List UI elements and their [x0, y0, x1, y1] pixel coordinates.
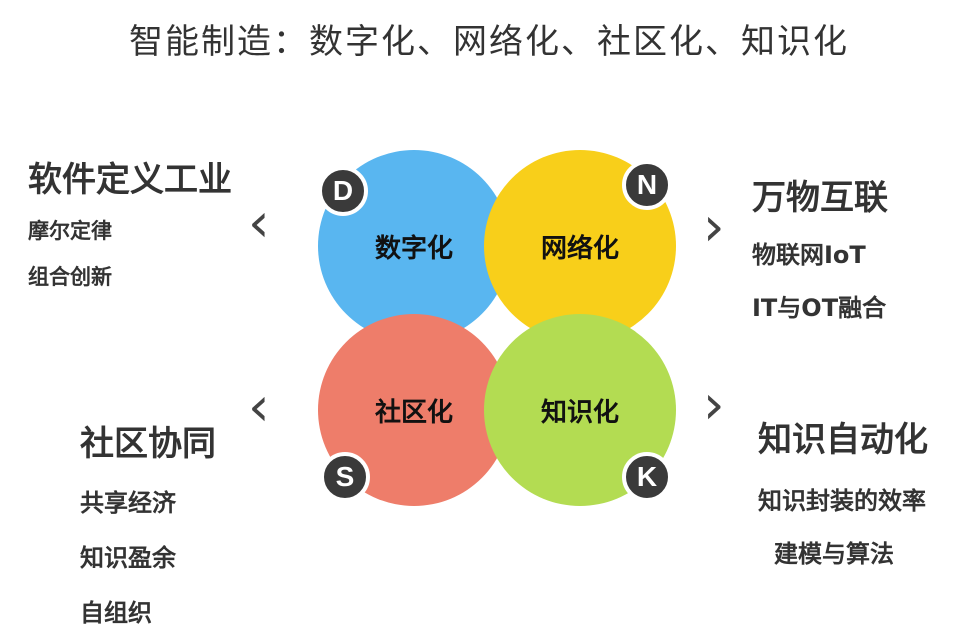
badge-s: S [320, 452, 370, 502]
page-title: 智能制造：数字化、网络化、社区化、知识化 [129, 22, 849, 62]
chevron-right-icon: › [703, 195, 725, 258]
group-heading: 社区协同 [80, 424, 216, 464]
chevron-right-icon: › [703, 373, 725, 436]
badge-n: N [622, 160, 672, 210]
circle-community-label: 社区化 [374, 397, 453, 428]
group-item: 知识盈余 [80, 544, 176, 572]
group-item: IT与OT融合 [752, 294, 887, 322]
group-top-right: 万物互联 物联网IoT IT与OT融合 [752, 170, 888, 323]
group-item: 建模与算法 [774, 540, 894, 568]
chevron-left-icon: ‹ [248, 375, 270, 438]
badge-k: K [622, 452, 672, 502]
badge-d: D [318, 166, 368, 216]
group-bottom-right: 知识自动化 知识封装的效率 建模与算法 [758, 412, 928, 569]
group-top-left: 软件定义工业 摩尔定律 组合创新 [28, 152, 232, 291]
group-item: 组合创新 [28, 265, 112, 289]
group-item: 物联网IoT [752, 241, 866, 269]
group-item: 摩尔定律 [28, 219, 112, 243]
group-item: 共享经济 [80, 489, 176, 517]
group-heading: 知识自动化 [758, 420, 928, 460]
group-item: 自组织 [80, 599, 152, 627]
group-item: 知识封装的效率 [758, 487, 926, 515]
circle-knowledge-label: 知识化 [540, 397, 619, 428]
group-heading: 万物互联 [752, 178, 888, 218]
circle-digital-label: 数字化 [374, 233, 453, 264]
circle-network-label: 网络化 [540, 233, 619, 264]
group-heading: 软件定义工业 [28, 160, 232, 200]
group-bottom-left: 社区协同 共享经济 知识盈余 自组织 [80, 416, 216, 628]
chevron-left-icon: ‹ [248, 191, 270, 254]
